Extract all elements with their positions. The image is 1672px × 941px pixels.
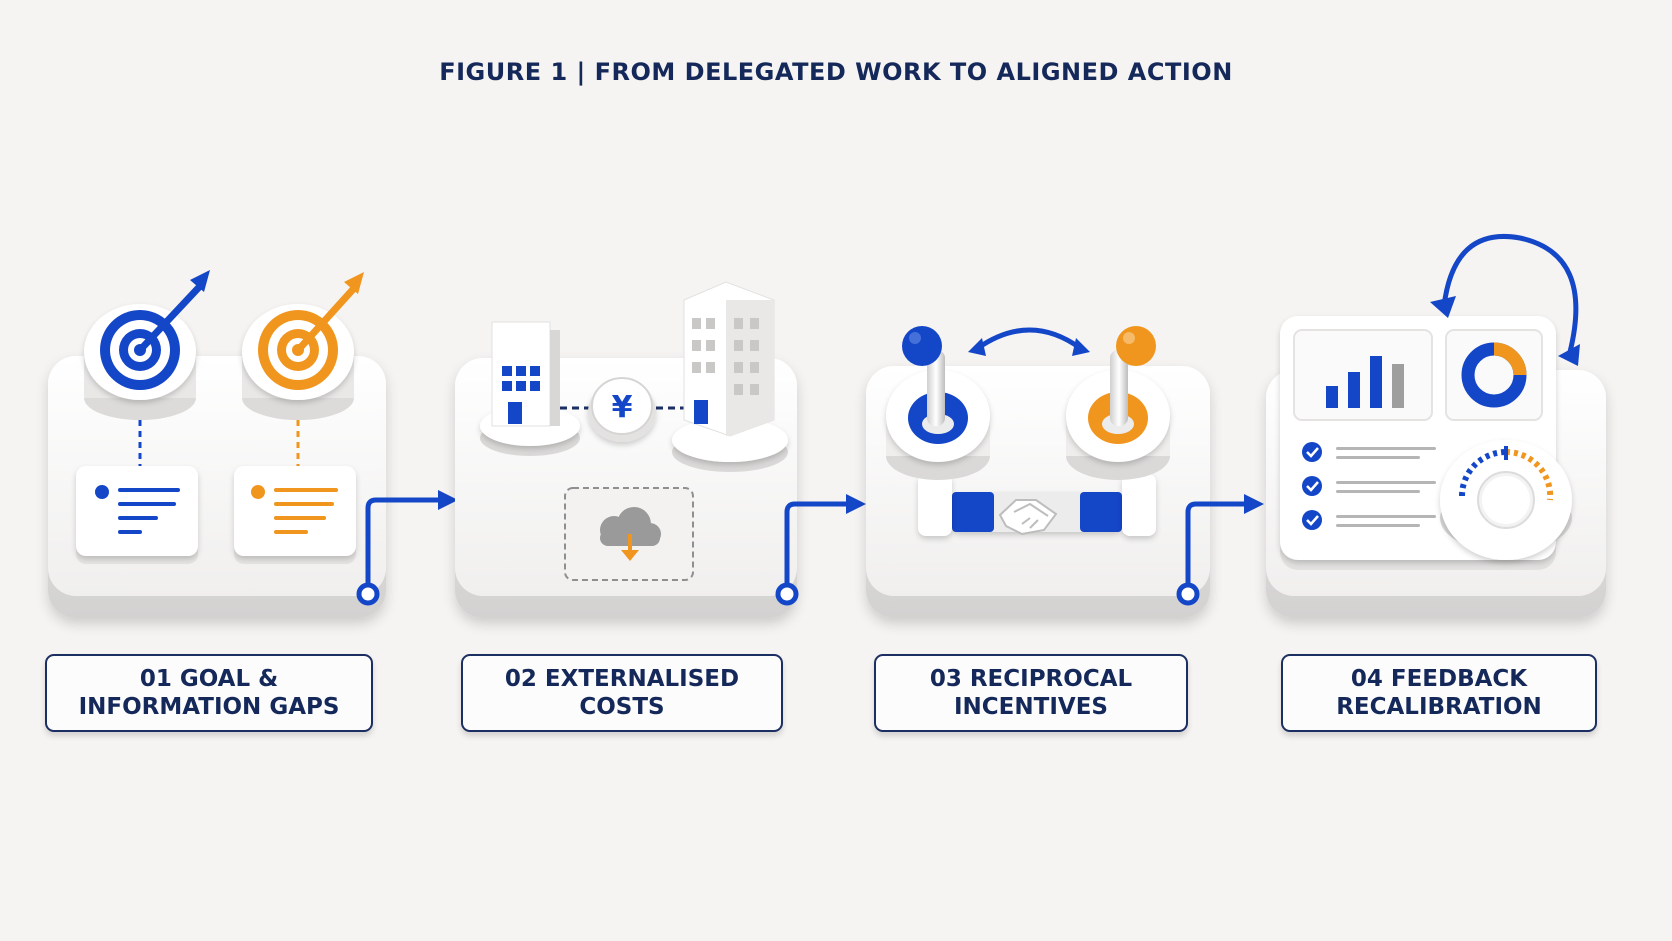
stage-3-label: 03 RECIPROCAL INCENTIVES xyxy=(874,654,1188,732)
small-building-icon xyxy=(480,321,580,456)
stage-1-label-line-1: 01 GOAL & xyxy=(139,666,279,692)
flow-arrow-2-to-3 xyxy=(775,494,866,606)
checklist-icon xyxy=(1302,442,1436,530)
exchange-arrow-icon xyxy=(976,327,1082,351)
calibration-dial-icon xyxy=(1440,440,1572,560)
currency-symbol: ¥ xyxy=(612,390,633,425)
stage-2-externalised-costs: ¥ xyxy=(455,281,797,618)
stage-2-label-text: 02 EXTERNALISED COSTS xyxy=(504,666,740,720)
cloud-download-box xyxy=(564,487,694,581)
stage-2-label: 02 EXTERNALISED COSTS xyxy=(461,654,783,732)
stage-1-goal-information-gaps xyxy=(48,270,386,618)
stage-3-label-text: 03 RECIPROCAL INCENTIVES xyxy=(929,666,1133,720)
blue-joystick-icon xyxy=(886,326,990,480)
stage-1-label: 01 GOAL & INFORMATION GAPS xyxy=(45,654,373,732)
orange-target-icon xyxy=(242,272,364,420)
donut-chart-icon xyxy=(1445,329,1543,421)
blue-info-card xyxy=(76,466,198,564)
stage-3-reciprocal-incentives xyxy=(866,326,1210,618)
tall-building-icon xyxy=(672,281,788,472)
currency-coin-icon: ¥ xyxy=(588,377,656,442)
orange-joystick-icon xyxy=(1066,326,1170,480)
stage-1-label-line-2: INFORMATION GAPS xyxy=(78,694,340,720)
bridge-right-block xyxy=(1080,492,1122,532)
stage-4-label: 04 FEEDBACK RECALIBRATION xyxy=(1281,654,1597,732)
dashboard-panel xyxy=(1280,316,1556,570)
stage-4-feedback-recalibration xyxy=(1266,234,1606,618)
bridge-left-block xyxy=(952,492,994,532)
blue-target-icon xyxy=(84,270,210,420)
flow-arrow-3-to-4 xyxy=(1176,494,1264,606)
flow-arrow-1-to-2 xyxy=(356,490,458,606)
recalibration-loop-icon xyxy=(1430,234,1580,366)
cloud-download-icon xyxy=(600,507,661,561)
stage-4-label-text: 04 FEEDBACK RECALIBRATION xyxy=(1336,666,1542,720)
handshake-icon xyxy=(998,499,1058,536)
figure-title: FIGURE 1 | FROM DELEGATED WORK TO ALIGNE… xyxy=(439,58,1233,86)
orange-info-card xyxy=(234,466,356,564)
bar-chart-icon xyxy=(1293,329,1433,421)
